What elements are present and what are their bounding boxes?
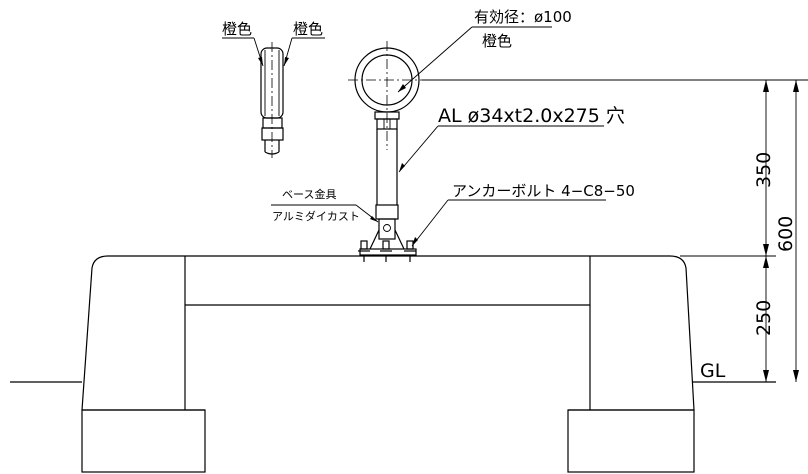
- dimensions: 350 250 600: [422, 79, 808, 382]
- color-label-right: 橙色: [293, 20, 323, 38]
- base-material-label: アルミダイカスト: [272, 209, 360, 223]
- side-view: 橙色 橙色: [222, 20, 325, 158]
- base-fitting-label: ベース金具: [282, 187, 336, 201]
- ground-level-label: GL: [700, 360, 726, 382]
- diameter-callout: 有効径：ø100 橙色: [397, 8, 572, 93]
- ring-color-label: 橙色: [482, 32, 512, 50]
- anchor-callout: アンカーボルト 4−C8−50: [411, 182, 635, 247]
- pipe-callout: AL ø34xt2.0x275 穴: [398, 105, 625, 173]
- dimension-250: 250: [753, 300, 775, 336]
- anchor-bolt-label: アンカーボルト 4−C8−50: [452, 182, 635, 200]
- base-callout: ベース金具 アルミダイカスト: [271, 187, 379, 223]
- pipe-spec-label: AL ø34xt2.0x275 穴: [438, 105, 625, 127]
- concrete-base: GL: [10, 255, 776, 473]
- dimension-600: 600: [775, 216, 797, 252]
- color-label-left: 橙色: [222, 20, 252, 38]
- pole: [358, 129, 417, 262]
- dimension-350: 350: [753, 152, 775, 188]
- effective-diameter-label: 有効径：ø100: [474, 8, 572, 26]
- sign-ring: [348, 41, 427, 150]
